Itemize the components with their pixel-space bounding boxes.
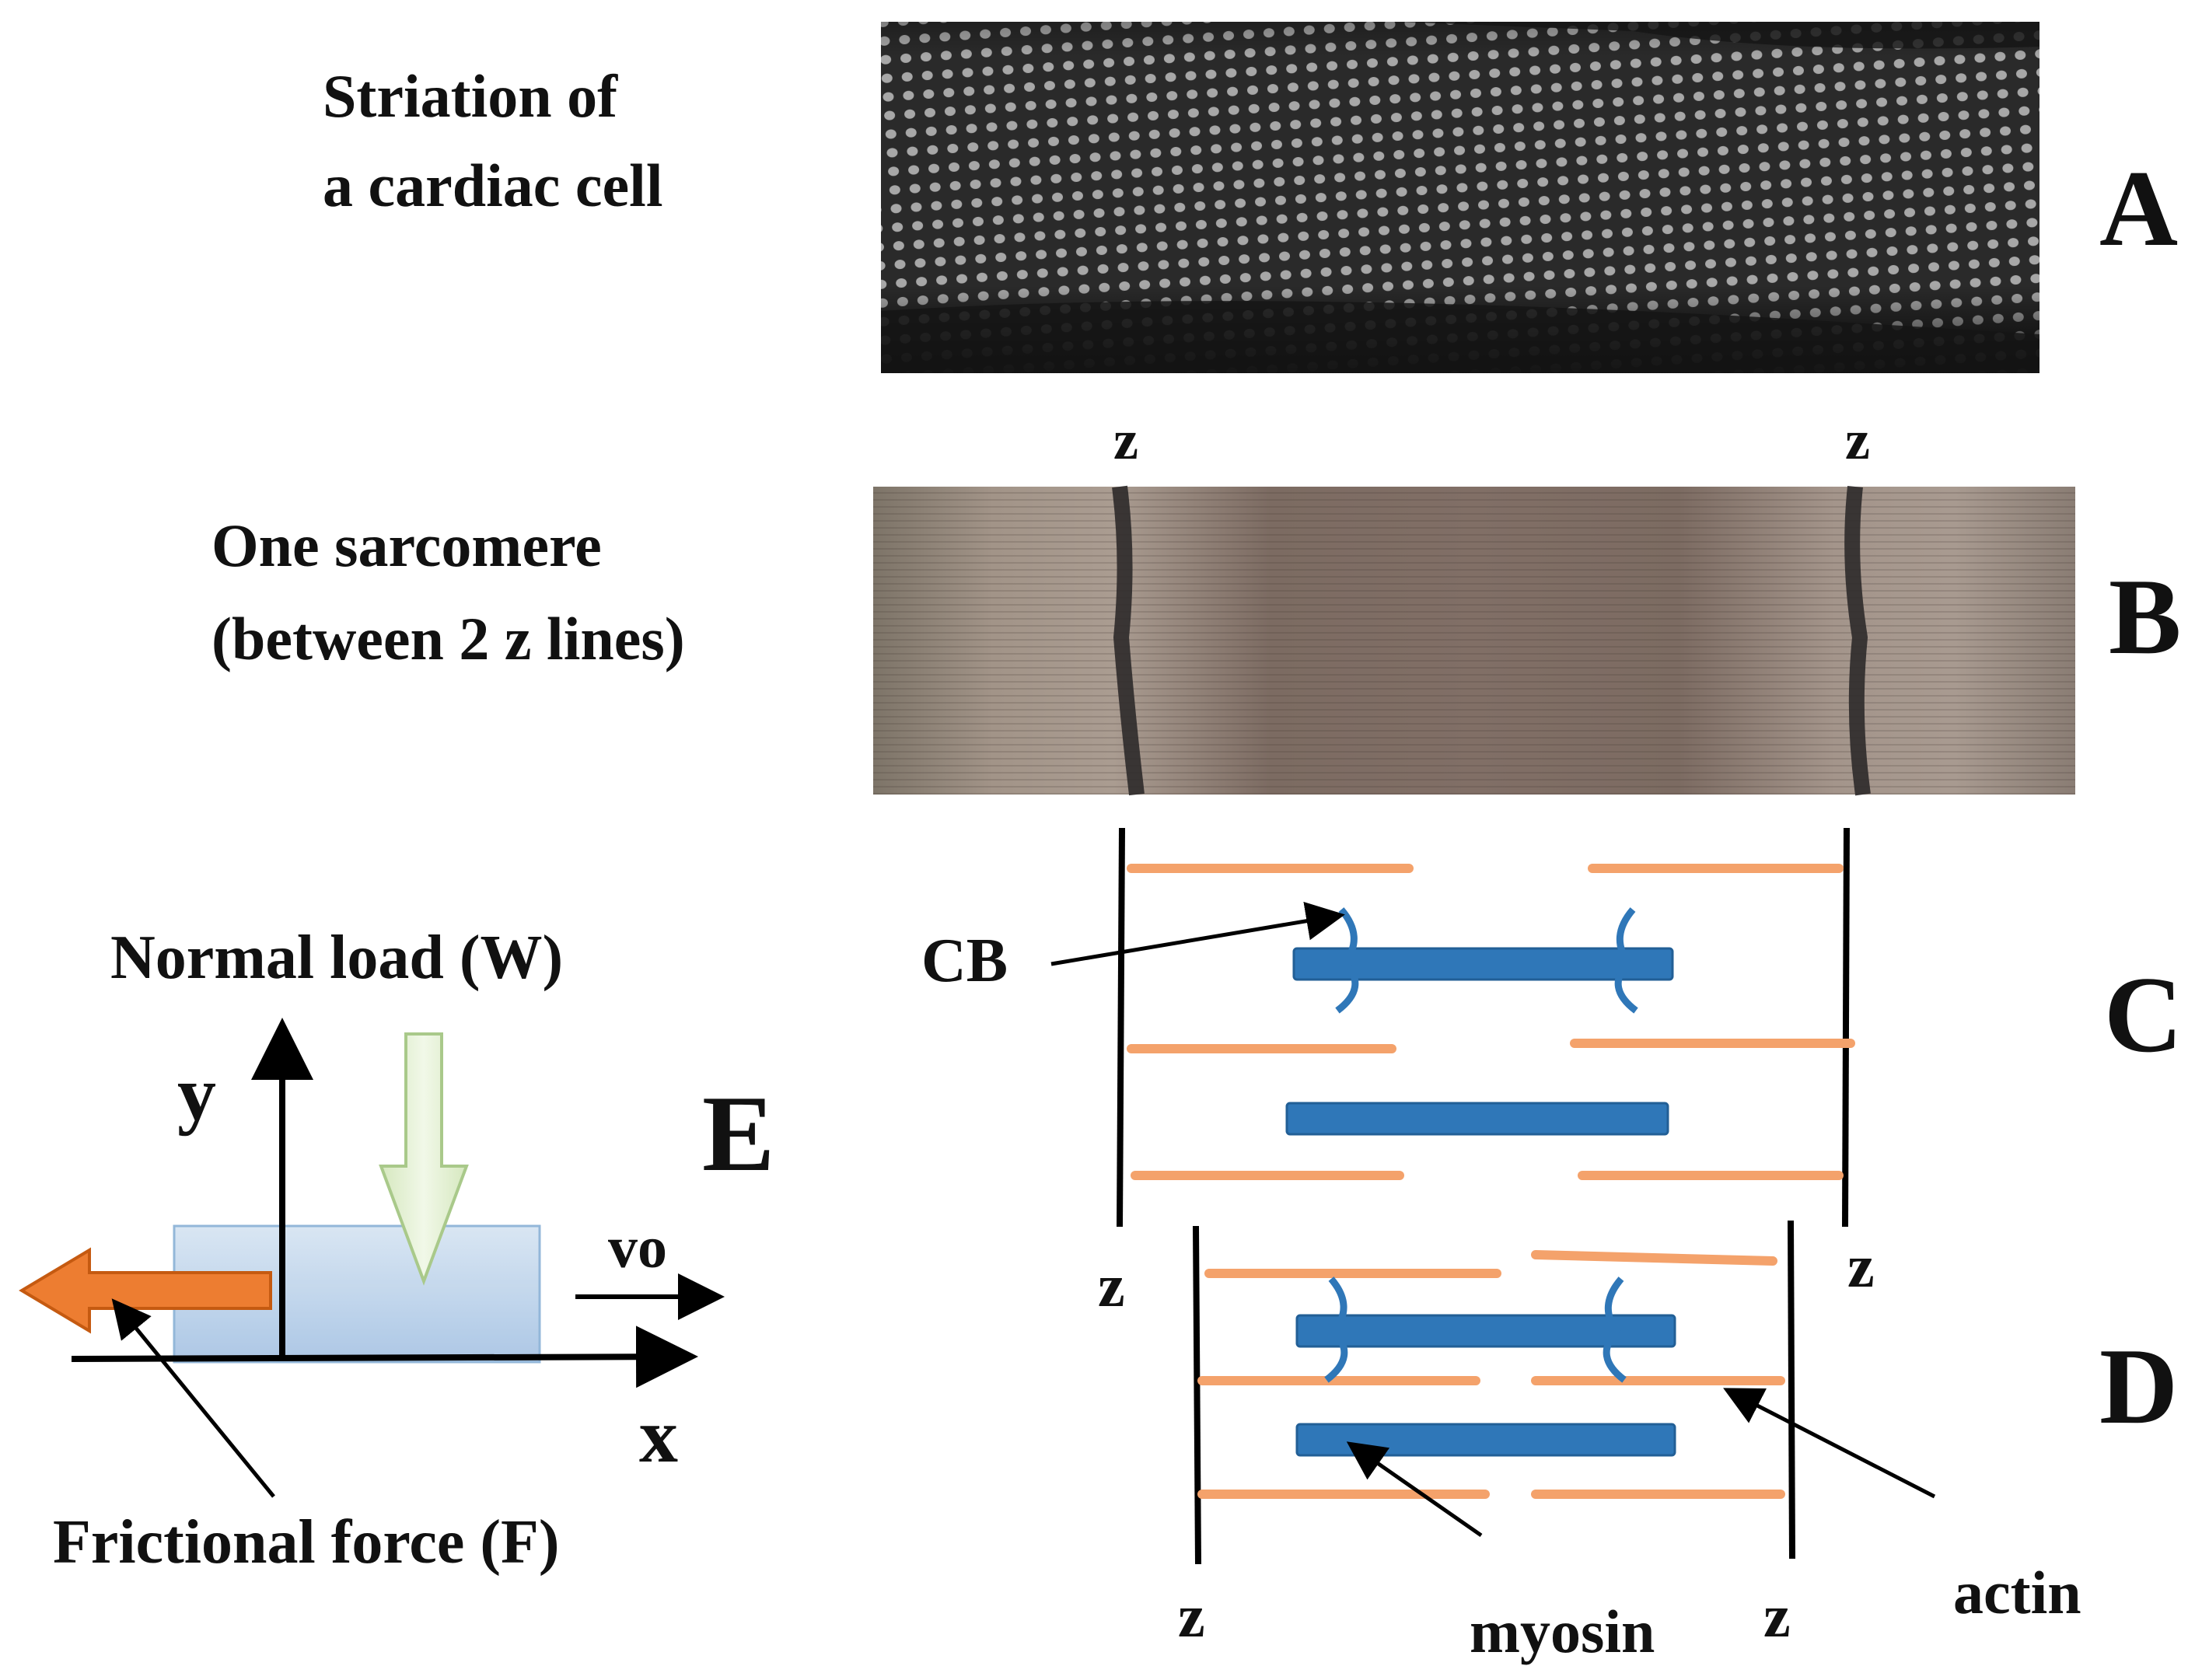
cb-arrow (1050, 901, 1345, 966)
frictional-force-pointer (111, 1298, 275, 1498)
z-label-d-left: z (1178, 1582, 1205, 1650)
z-line-c-left (1117, 827, 1125, 1228)
velocity-label: vo (608, 1215, 667, 1280)
panel-e: Normal load (W) y x vo Frictional force … (19, 924, 774, 1577)
actin-filaments-c (1127, 864, 1855, 1180)
sarcomere-micrograph (873, 485, 2075, 796)
panel-label-d: D (2099, 1326, 2178, 1447)
myosin-arrow (1346, 1441, 1483, 1538)
panel-a-caption-line1: Striation of (323, 62, 618, 130)
normal-load-arrow (379, 1032, 469, 1286)
normal-load-label: Normal load (W) (110, 924, 563, 992)
myosin-filament (1295, 1314, 1676, 1348)
cross-bridge (1335, 907, 1359, 1014)
myosin-filament (1292, 947, 1674, 981)
actin-filaments-d (1197, 1250, 1785, 1499)
z-band-left (1112, 485, 1145, 796)
panel-label-c: C (2104, 955, 2183, 1075)
frictional-force-arrow (19, 1247, 272, 1334)
z-band-right (1844, 485, 1871, 796)
cross-bridge (1614, 907, 1638, 1014)
panel-label-b: B (2109, 557, 2181, 677)
z-label-b-right: z (1845, 409, 1870, 471)
panel-label-a: A (2099, 148, 2178, 269)
z-label-c-right: z (1847, 1232, 1875, 1300)
z-label-c-left: z (1098, 1252, 1125, 1319)
panel-b-caption-line1: One sarcomere (211, 512, 602, 579)
frictional-force-label: Frictional force (F) (53, 1508, 560, 1577)
panel-label-e: E (702, 1074, 774, 1194)
cross-bridge (1603, 1277, 1627, 1383)
myosin-filament (1285, 1102, 1669, 1136)
y-axis-label: y (177, 1050, 216, 1137)
cross-bridge (1324, 1277, 1348, 1383)
z-label-d-right: z (1763, 1582, 1791, 1650)
myosin-filament (1295, 1423, 1676, 1457)
striation-micrograph (881, 22, 2039, 373)
panel-a-caption-line2: a cardiac cell (323, 152, 663, 219)
actin-arrow (1723, 1388, 1936, 1499)
panel-c: CB C z z (921, 827, 2183, 1319)
panel-d: D z z myosin actin (1178, 1220, 2178, 1665)
z-line-c-right (1842, 827, 1850, 1228)
cb-label: CB (921, 927, 1008, 995)
z-line-d-left (1193, 1225, 1201, 1565)
panel-b-caption-line2: (between 2 z lines) (211, 605, 685, 672)
z-label-b-left: z (1113, 409, 1138, 471)
panel-a: Striation of a cardiac cell A (323, 22, 2178, 373)
panel-b: z z One sarcomere (between 2 z lines) B (211, 409, 2181, 796)
x-axis-label: x (639, 1392, 678, 1479)
z-line-d-right (1788, 1220, 1795, 1560)
actin-label: actin (1953, 1559, 2081, 1626)
myosin-label: myosin (1470, 1598, 1655, 1665)
x-axis (71, 1325, 698, 1388)
actin-filament (1531, 1250, 1777, 1266)
